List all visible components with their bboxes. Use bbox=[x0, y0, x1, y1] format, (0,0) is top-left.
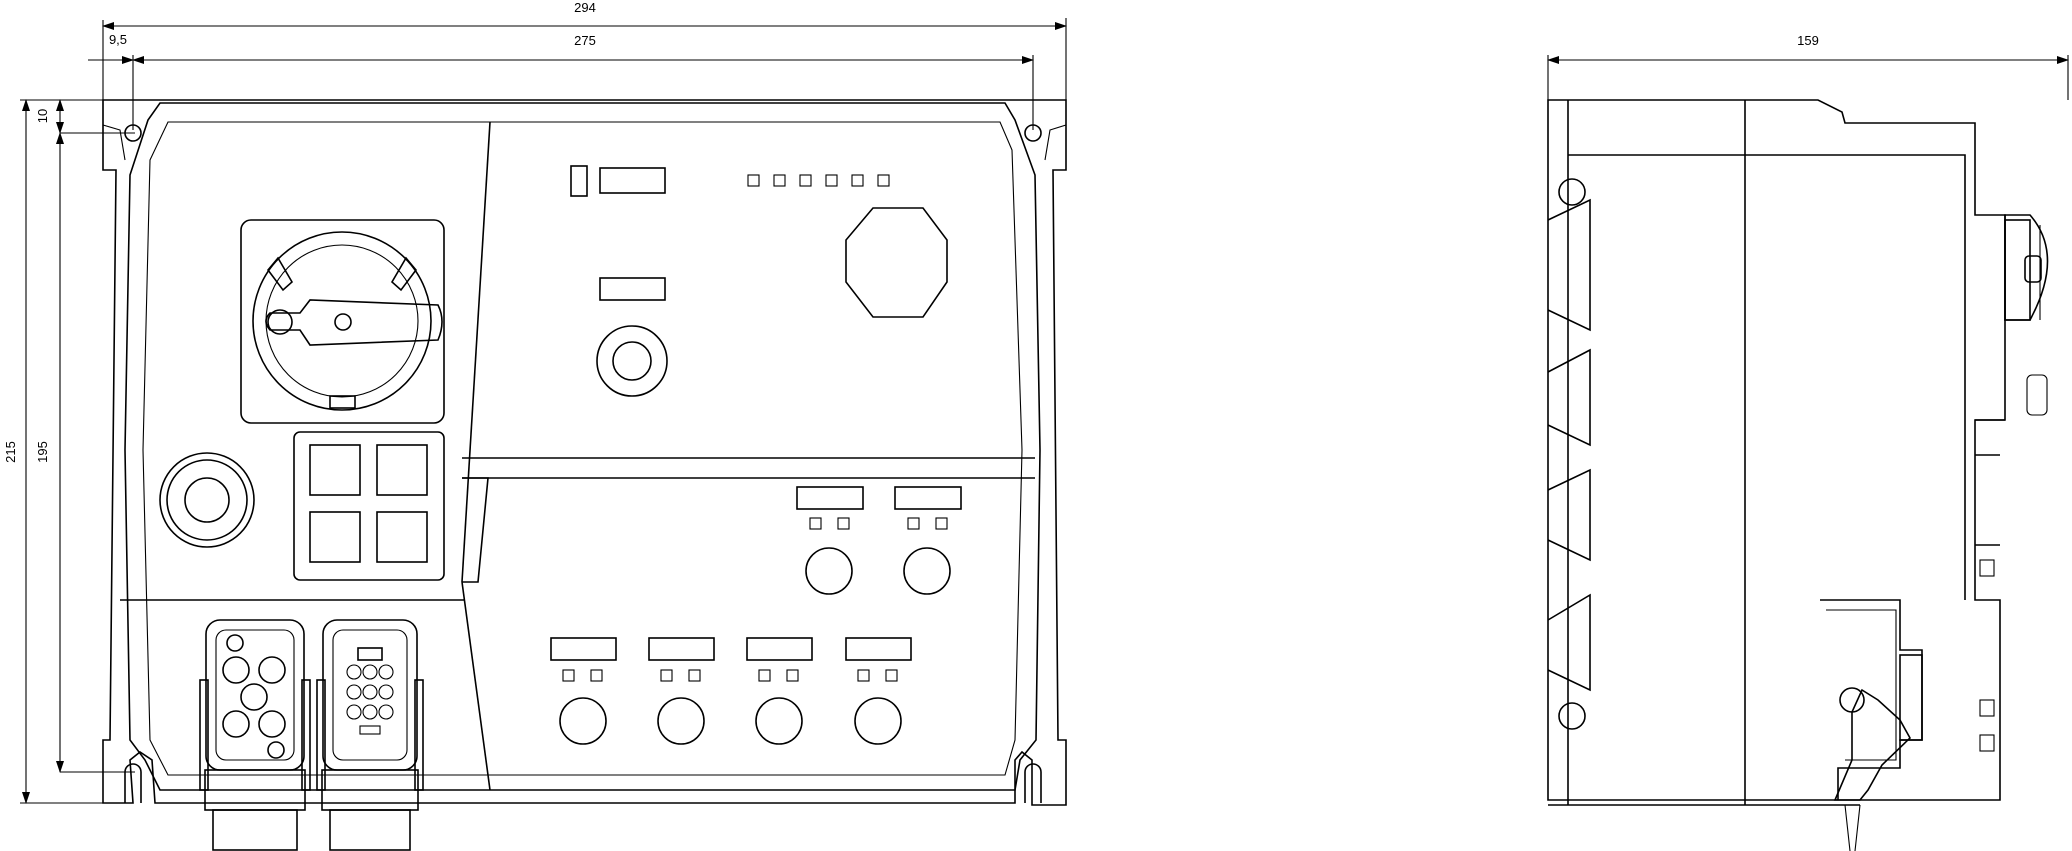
pushbutton-row2-2 bbox=[657, 697, 705, 745]
power-connector bbox=[199, 619, 311, 851]
front-housing-outline bbox=[102, 99, 1067, 806]
main-switch-handle bbox=[265, 299, 443, 346]
dim-label-hole-height: 195 bbox=[35, 441, 50, 463]
main-switch-housing bbox=[240, 219, 445, 424]
side-housing-outline bbox=[1547, 99, 2006, 801]
front-view bbox=[102, 99, 1067, 851]
pushbutton-row1-2 bbox=[903, 547, 951, 595]
pushbutton-row2-1 bbox=[559, 697, 607, 745]
side-hole-bottom bbox=[1558, 702, 1586, 730]
mounting-hole-top-left bbox=[124, 124, 142, 142]
quad-module bbox=[293, 431, 445, 581]
side-connector bbox=[1820, 599, 1923, 800]
dim-label-overall-height: 215 bbox=[3, 441, 18, 463]
dim-label-hole-spacing: 275 bbox=[574, 33, 596, 48]
pushbutton-row1-1 bbox=[805, 547, 853, 595]
indicator-small bbox=[570, 165, 588, 197]
label-plate-top bbox=[599, 167, 666, 194]
side-hole-top bbox=[1558, 178, 1586, 206]
signal-connector bbox=[316, 619, 424, 851]
mounting-hole-top-right bbox=[1024, 124, 1042, 142]
pushbutton-row2-3 bbox=[755, 697, 803, 745]
dim-label-overall-width: 294 bbox=[574, 0, 596, 15]
mounting-hole-bottom-left bbox=[124, 763, 142, 803]
left-pushbutton-outer bbox=[159, 452, 255, 548]
dim-label-side-depth: 159 bbox=[1797, 33, 1819, 48]
side-view bbox=[1547, 99, 2049, 851]
center-pushbutton bbox=[596, 325, 668, 397]
main-switch-dial bbox=[252, 231, 432, 411]
dim-label-hole-offset: 9,5 bbox=[109, 32, 127, 47]
pushbutton-row2-4 bbox=[854, 697, 902, 745]
octagon-port bbox=[845, 207, 948, 318]
dim-label-top-margin: 10 bbox=[35, 109, 50, 123]
side-latch bbox=[1833, 688, 1911, 801]
dimension-lines bbox=[20, 18, 2069, 804]
